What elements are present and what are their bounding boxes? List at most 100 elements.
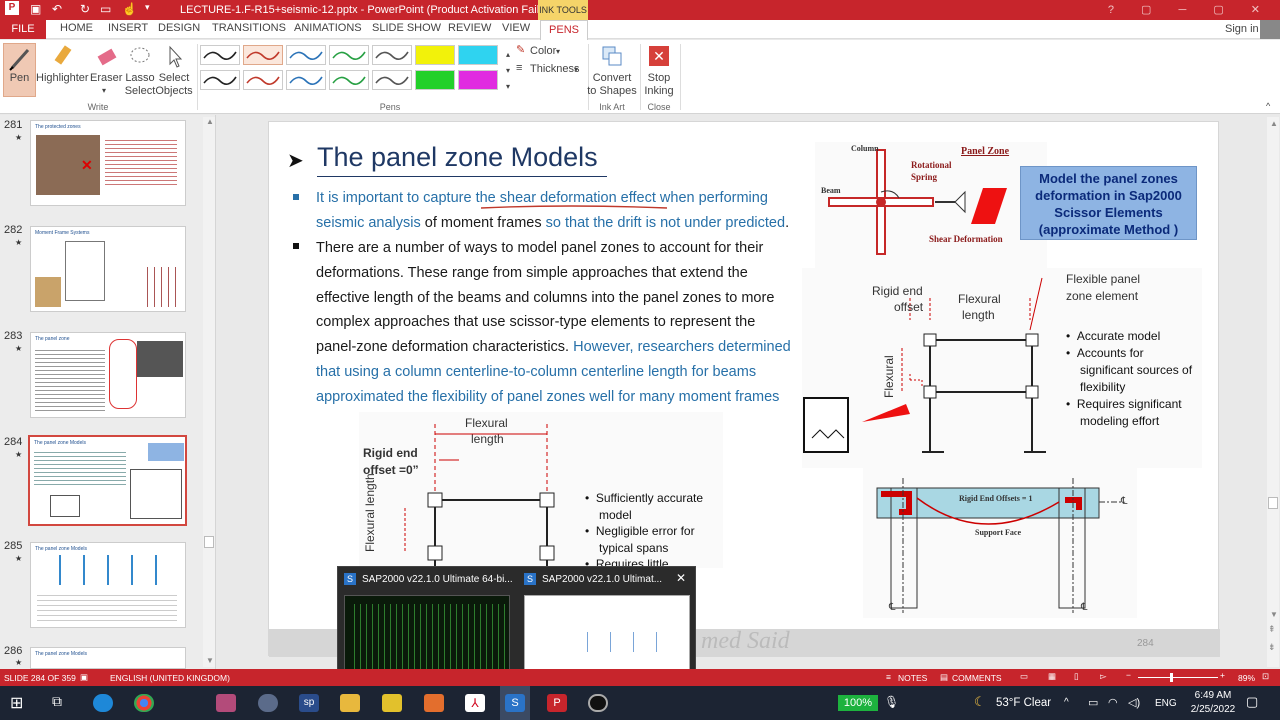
editor-scroll-thumb[interactable] bbox=[1268, 497, 1278, 509]
pen-swatch[interactable] bbox=[329, 70, 369, 90]
chrome-icon[interactable] bbox=[134, 694, 154, 712]
eraser-dropdown-icon[interactable]: ▾ bbox=[102, 86, 107, 95]
thickness-dropdown-icon[interactable]: ▾ bbox=[574, 65, 579, 74]
lasso-select-button[interactable]: Lasso bbox=[125, 72, 155, 84]
start-slideshow-icon[interactable]: ▭ bbox=[100, 2, 112, 16]
slide-thumbnail-285[interactable]: The panel zone Models bbox=[30, 542, 186, 628]
pen-swatch[interactable] bbox=[415, 70, 455, 90]
task-view-icon[interactable]: ⧉ bbox=[52, 693, 62, 709]
pen-swatch[interactable] bbox=[329, 45, 369, 65]
app-icon[interactable] bbox=[258, 694, 278, 712]
slide-title[interactable]: The panel zone Models bbox=[317, 142, 598, 172]
sign-in-link[interactable]: Sign in bbox=[1225, 23, 1259, 35]
edge-browser-icon[interactable] bbox=[93, 694, 113, 712]
pen-swatch[interactable] bbox=[415, 45, 455, 65]
battery-indicator[interactable]: 100% bbox=[838, 695, 878, 711]
tray-chevron-icon[interactable]: ^ bbox=[1064, 697, 1069, 708]
lasso-icon[interactable] bbox=[128, 44, 152, 70]
bullet-1-line-1[interactable]: It is important to capture the shear def… bbox=[316, 186, 768, 211]
eraser-button[interactable]: Eraser bbox=[90, 72, 123, 84]
spelling-icon[interactable]: ▣ bbox=[80, 672, 89, 682]
tab-insert[interactable]: INSERT bbox=[108, 22, 149, 34]
wifi-icon[interactable]: ◠ bbox=[1108, 697, 1118, 709]
notifications-icon[interactable]: ▢ bbox=[1246, 694, 1259, 709]
select-objects-button[interactable]: Select bbox=[158, 72, 190, 84]
pen-swatch[interactable] bbox=[243, 70, 283, 90]
editor-scrollbar[interactable] bbox=[1267, 117, 1279, 667]
slideshow-view-icon[interactable]: ▻ bbox=[1100, 671, 1107, 681]
select-objects-icon[interactable] bbox=[165, 44, 185, 70]
zoom-level[interactable]: 89% bbox=[1238, 673, 1256, 683]
color-dropdown-icon[interactable]: ▾ bbox=[556, 47, 561, 56]
gallery-more-icon[interactable]: ▾ bbox=[506, 82, 511, 91]
file-explorer-icon[interactable] bbox=[340, 694, 360, 712]
highlighter-button[interactable]: Highlighter bbox=[36, 72, 89, 84]
bullet-1-line-2[interactable]: seismic analysis of moment frames so tha… bbox=[316, 215, 790, 231]
fit-slide-icon[interactable]: ⊡ bbox=[1262, 671, 1270, 681]
scroll-up-icon[interactable]: ▲ bbox=[206, 117, 214, 126]
pen-swatch[interactable] bbox=[286, 45, 326, 65]
tab-pens[interactable]: PENS bbox=[540, 20, 588, 40]
scroll-down-icon[interactable]: ▼ bbox=[206, 656, 214, 665]
pen-swatch[interactable] bbox=[372, 45, 412, 65]
language-status[interactable]: ENGLISH (UNITED KINGDOM) bbox=[110, 673, 230, 683]
zoom-out-icon[interactable]: − bbox=[1126, 670, 1131, 680]
powerpoint-taskbar-icon[interactable]: P bbox=[547, 694, 567, 712]
thumbnails-scrollbar[interactable] bbox=[203, 117, 215, 667]
slide-thumbnail-281[interactable]: The protected zones ✕ bbox=[30, 120, 186, 206]
sap2000-taskbar-icon[interactable]: S bbox=[505, 694, 525, 712]
clock-time[interactable]: 6:49 AM bbox=[1194, 690, 1232, 701]
customize-qat-icon[interactable]: ▾ bbox=[145, 2, 150, 12]
app-icon[interactable] bbox=[216, 694, 236, 712]
slide-sorter-icon[interactable]: ▦ bbox=[1048, 671, 1057, 681]
thumbnails-scroll-thumb[interactable] bbox=[204, 536, 214, 548]
tab-slide-show[interactable]: SLIDE SHOW bbox=[372, 22, 442, 34]
save-icon[interactable]: ▣ bbox=[30, 2, 42, 16]
zoom-slider[interactable] bbox=[1138, 677, 1218, 678]
collapse-ribbon-icon[interactable]: ^ bbox=[1266, 101, 1271, 111]
sap-preview-thumbnail-2[interactable] bbox=[524, 595, 690, 679]
user-avatar[interactable] bbox=[1260, 20, 1280, 39]
touch-mode-icon[interactable]: ☝ bbox=[122, 2, 137, 16]
thickness-button[interactable]: Thickness bbox=[530, 63, 580, 75]
volume-icon[interactable]: ◁) bbox=[1128, 697, 1141, 709]
highlighter-icon[interactable] bbox=[50, 44, 76, 70]
pen-swatch[interactable] bbox=[458, 45, 498, 65]
tab-review[interactable]: REVIEW bbox=[448, 22, 492, 34]
preview-title-1[interactable]: SAP2000 v22.1.0 Ultimate 64-bi... bbox=[362, 574, 512, 585]
zoom-slider-thumb[interactable] bbox=[1170, 673, 1173, 682]
slide-thumbnail-282[interactable]: Moment Frame Systems bbox=[30, 226, 186, 312]
tab-file[interactable]: FILE bbox=[0, 20, 46, 39]
battery-icon[interactable]: ▭ bbox=[1088, 697, 1099, 709]
tab-home[interactable]: HOME bbox=[60, 22, 93, 34]
next-slide-icon[interactable]: ⇟ bbox=[1268, 642, 1276, 652]
input-language[interactable]: ENG bbox=[1155, 698, 1177, 709]
pdf-reader-icon[interactable]: ⅄ bbox=[465, 694, 485, 712]
normal-view-icon[interactable]: ▭ bbox=[1020, 671, 1029, 681]
undo-icon[interactable]: ↶ bbox=[52, 2, 63, 16]
scroll-down-icon[interactable]: ▼ bbox=[1270, 610, 1278, 619]
stop-inking-button[interactable]: Stop bbox=[647, 72, 671, 84]
weather-widget[interactable]: 53°F Clear bbox=[996, 697, 1052, 709]
obs-icon[interactable] bbox=[588, 694, 608, 712]
stop-inking-icon[interactable]: ✕ bbox=[649, 46, 669, 66]
close-preview-icon[interactable]: ✕ bbox=[676, 571, 687, 585]
previous-slide-icon[interactable]: ⇞ bbox=[1268, 624, 1276, 634]
pen-swatch[interactable] bbox=[372, 70, 412, 90]
sp-app-icon[interactable]: sp bbox=[299, 694, 319, 712]
window-controls[interactable]: ? ▢ ─ ▢ ✕ bbox=[1107, 4, 1272, 16]
zoom-in-icon[interactable]: + bbox=[1220, 670, 1225, 680]
scroll-up-icon[interactable]: ▲ bbox=[1270, 119, 1278, 128]
tab-transitions[interactable]: TRANSITIONS bbox=[212, 22, 286, 34]
slide-canvas[interactable]: ➤ The panel zone Models It is important … bbox=[268, 121, 1220, 657]
clock-date[interactable]: 2/25/2022 bbox=[1190, 704, 1236, 715]
notes-button[interactable]: NOTES bbox=[898, 673, 928, 683]
windows-start-icon[interactable]: ⊞ bbox=[10, 695, 24, 712]
tab-view[interactable]: VIEW bbox=[502, 22, 531, 34]
reading-view-icon[interactable]: ▯ bbox=[1074, 671, 1079, 681]
sap2000-method-box[interactable]: Model the panel zones deformation in Sap… bbox=[1020, 166, 1197, 240]
sap-preview-thumbnail-1[interactable] bbox=[344, 595, 510, 679]
pen-button[interactable] bbox=[3, 43, 36, 97]
slide-thumbnail-286[interactable]: The panel zone Models bbox=[30, 647, 186, 669]
bullet-2[interactable]: There are a number of ways to model pane… bbox=[316, 236, 791, 410]
